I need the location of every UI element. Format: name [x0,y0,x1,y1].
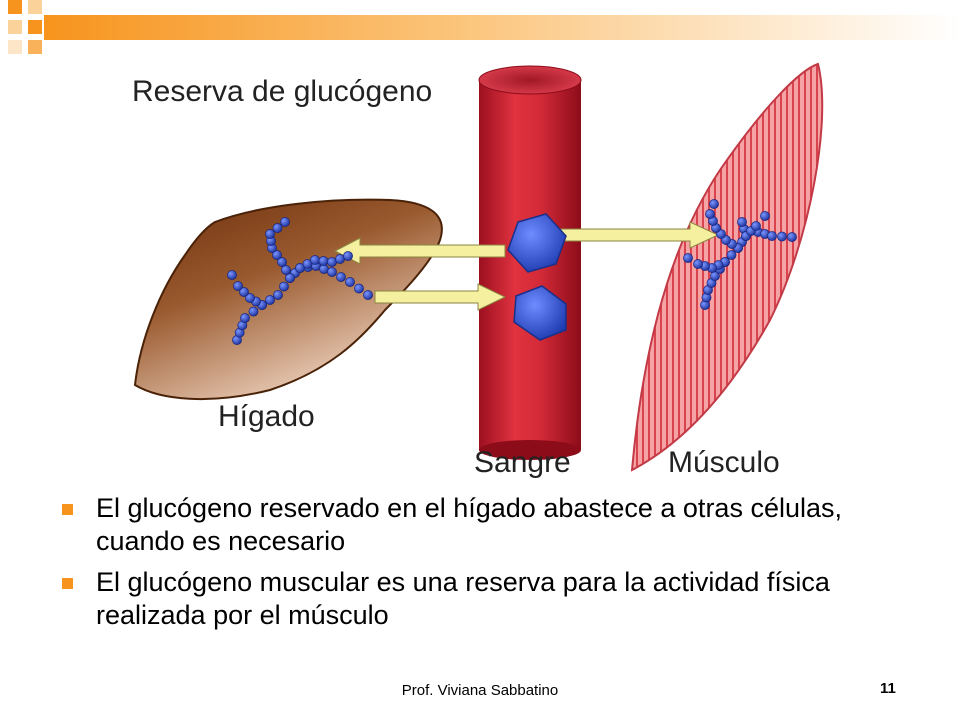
glycogen-bead [285,273,295,283]
glycogen-bead [336,272,346,282]
glycogen-bead [327,267,337,277]
glycogen-bead [277,257,287,267]
glycogen-bead [726,250,737,260]
arrow-liver-to-blood [374,283,507,311]
glycogen-chain-muscle [683,199,797,310]
glycogen-bead [318,256,329,266]
header-decoration [8,0,960,54]
glycogen-bead [295,263,305,273]
glucose-molecule [513,285,567,341]
blood-label: Sangre [474,446,571,479]
glycogen-bead [233,281,243,291]
glycogen-bead [737,217,747,227]
glycogen-bead [709,199,719,209]
glycogen-bead [248,306,259,317]
glycogen-bead [683,253,693,263]
slide-footer: Prof. Viviana Sabbatino 11 [0,680,960,704]
glycogen-bead [751,221,761,231]
glycogen-bead [760,211,770,221]
diagram-title: Reserva de glucógeno [132,75,432,108]
muscle [630,62,824,472]
bullet-list: El glucógeno reservado en el hígado abas… [60,492,920,640]
glycogen-bead [272,223,283,233]
glycogen-bead [693,259,703,269]
bullet-square-icon [62,504,73,515]
bullet-square-icon [62,578,73,589]
glycogen-bead [363,290,373,300]
glycogen-bead [273,290,283,300]
glycogen-chain-liver [227,217,373,345]
glycogen-bead [280,217,290,227]
glycogen-bead [239,287,249,297]
glycogen-bead [302,259,313,269]
glycogen-bead [281,265,291,275]
glycogen-bead [345,277,355,287]
bullet-text: El glucógeno reservado en el hígado abas… [96,493,842,556]
glycogen-bead [227,270,237,280]
glycogen-bead [767,231,777,241]
glycogen-bead [240,313,250,323]
glucose-molecule [507,213,567,273]
bullet-item: El glucógeno muscular es una reserva par… [60,566,920,632]
glycogen-bead [272,250,282,260]
arrow-blood-to-muscle [559,221,720,249]
bullet-text: El glucógeno muscular es una reserva par… [96,567,830,630]
glycogen-bead [705,209,715,219]
muscle-label: Músculo [668,446,780,479]
bullet-item: El glucógeno reservado en el hígado abas… [60,492,920,558]
page-number: 11 [880,680,896,697]
glycogen-bead [265,295,275,305]
glycogen-bead [787,232,797,242]
glycogen-bead [343,251,353,261]
glycogen-bead [354,283,364,294]
glycogen-bead [777,231,787,242]
glycogen-diagram: Reserva de glucógeno Hígado Sangre Múscu… [132,62,824,479]
author-name: Prof. Viviana Sabbatino [401,682,559,699]
glycogen-bead [279,281,289,292]
glycogen-bead [310,255,320,265]
glycogen-bead [245,293,255,303]
liver-label: Hígado [218,400,315,433]
glycogen-bead [265,229,275,239]
